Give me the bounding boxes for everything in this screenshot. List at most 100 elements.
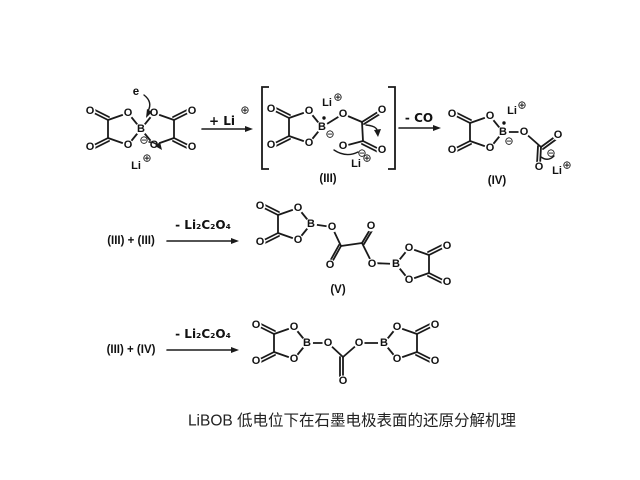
- oxygen-atom: O: [256, 236, 265, 248]
- oxygen-atom: O: [252, 319, 261, 331]
- oxygen-atom: O: [256, 200, 265, 212]
- oxygen-atom: O: [267, 139, 276, 151]
- radical-dot-icon: [322, 116, 326, 120]
- oxygen-atom: O: [328, 221, 337, 233]
- minus-co-label: - CO: [405, 111, 433, 125]
- oxygen-atom: O: [339, 140, 348, 152]
- reaction-step-3: (III) + (IV) - Li₂C₂O₄ B: [107, 318, 442, 387]
- radical-dot-icon: [502, 121, 506, 125]
- atom-labels: B O O O O O O O O: [86, 105, 197, 153]
- rxn2-reactants-label: (III) + (III): [107, 235, 155, 247]
- oxygen-atom: O: [486, 110, 495, 122]
- lithium-atom: Li: [131, 160, 141, 172]
- oxygen-atom: O: [86, 105, 95, 117]
- oxygen-atom: O: [520, 126, 529, 138]
- atom-masks: [322, 337, 365, 387]
- oxygen-atom: O: [554, 129, 563, 141]
- atom-labels: B O O O O O O O: [448, 108, 563, 173]
- oxygen-atom: O: [294, 202, 303, 214]
- oxygen-atom: O: [486, 142, 495, 154]
- libob-anion-structure: B O O O O O O O O e ⊖ Li ⊕: [83, 86, 199, 172]
- minus-charge-icon: ⊖: [357, 147, 366, 160]
- plus-charge-icon: ⊕: [142, 152, 151, 165]
- oxygen-atom: O: [150, 107, 159, 119]
- minus-charge-icon: ⊖: [504, 135, 513, 148]
- arrowhead-icon: [155, 142, 162, 150]
- boron-atom: B: [499, 126, 507, 138]
- oxygen-atom: O: [305, 105, 314, 117]
- carbonate-bridged-product-structure: B O O O O O O O B O O O O: [249, 318, 442, 387]
- oxygen-atom: O: [393, 353, 402, 365]
- oxygen-atom: O: [405, 242, 414, 254]
- lithium-atom: Li: [507, 105, 517, 117]
- oxygen-atom: O: [535, 161, 544, 173]
- boron-atom: B: [137, 123, 145, 135]
- electron-attack-arrow: [143, 94, 151, 112]
- delocalization-arc: [333, 149, 359, 156]
- left-bracket: [261, 86, 269, 170]
- reaction-step-1: B O O O O O O O O e ⊖ Li ⊕ + Li ⊕: [83, 86, 572, 187]
- lithium-atom: Li: [322, 97, 332, 109]
- oxygen-atom: O: [294, 234, 303, 246]
- oxygen-atom: O: [368, 258, 377, 270]
- oxygen-atom: O: [339, 375, 348, 387]
- oxygen-atom: O: [305, 137, 314, 149]
- lithium-atom: Li: [351, 158, 361, 170]
- figure-caption: LiBOB 低电位下在石墨电极表面的还原分解机理: [188, 412, 516, 430]
- plus-charge-icon: ⊕: [517, 99, 526, 112]
- electron-label: e: [133, 86, 139, 98]
- boron-atom: B: [318, 121, 326, 133]
- minus-charge-icon: ⊖: [546, 147, 555, 160]
- minus-li2c2o4-arrow: - Li₂C₂O₄: [166, 327, 239, 353]
- oxygen-atom: O: [378, 144, 387, 156]
- oxygen-atom: O: [431, 355, 440, 367]
- oxygen-atom: O: [355, 337, 364, 349]
- atom-labels: B O O O O O O O B O O O O: [252, 319, 440, 387]
- arrowhead-icon: [146, 109, 152, 118]
- structure-iv-label: (IV): [488, 175, 507, 187]
- arrowhead-icon: [374, 129, 381, 137]
- atom-masks: [337, 104, 388, 156]
- bond-lines: [310, 223, 397, 265]
- oxygen-atom: O: [448, 108, 457, 120]
- minus-charge-icon: ⊖: [325, 128, 334, 141]
- oxygen-atom: O: [405, 274, 414, 286]
- boron-atom: B: [307, 218, 315, 230]
- arrowhead-icon: [245, 126, 253, 132]
- oxygen-atom: O: [339, 108, 348, 120]
- atom-labels: B O O O O O O O O B O O O O: [256, 200, 452, 288]
- plus-li-arrow: + Li ⊕: [201, 104, 253, 132]
- oxygen-atom: O: [290, 321, 299, 333]
- oxygen-atom: O: [448, 144, 457, 156]
- atom-masks: [518, 126, 564, 173]
- plus-charge-icon: ⊕: [333, 91, 342, 104]
- right-bracket: [388, 86, 396, 170]
- oxygen-atom: O: [324, 337, 333, 349]
- delocalization-arc: [540, 155, 555, 160]
- product-iv-structure: B O O O O O O O ⊖ Li ⊕ ⊖ Li ⊕ (IV): [445, 99, 572, 187]
- boron-atom: B: [303, 337, 311, 349]
- electron-shift-arrow: [365, 124, 378, 131]
- oxygen-atom: O: [124, 107, 133, 119]
- oxygen-atom: O: [150, 139, 159, 151]
- bond-lines: [306, 342, 385, 378]
- oxygen-atom: O: [431, 319, 440, 331]
- arrowhead-icon: [231, 238, 239, 244]
- minus-li2c2o4-arrow: - Li₂C₂O₄: [166, 218, 239, 244]
- minus-li2c2o4-label: - Li₂C₂O₄: [175, 327, 231, 341]
- reaction-step-2: (III) + (III) - Li₂C₂O₄: [107, 199, 454, 296]
- oxygen-atom: O: [267, 103, 276, 115]
- atom-masks: [324, 220, 378, 271]
- oxygen-atom: O: [443, 276, 452, 288]
- boron-atom: B: [392, 258, 400, 270]
- plus-charge-icon: ⊕: [362, 152, 371, 165]
- plus-li-label: + Li: [209, 114, 235, 128]
- oxygen-atom: O: [188, 141, 197, 153]
- oxygen-atom: O: [326, 259, 335, 271]
- oxygen-atom: O: [290, 353, 299, 365]
- lithium-atom: Li: [552, 165, 562, 177]
- oxygen-atom: O: [252, 355, 261, 367]
- plus-charge-icon: ⊕: [240, 104, 249, 117]
